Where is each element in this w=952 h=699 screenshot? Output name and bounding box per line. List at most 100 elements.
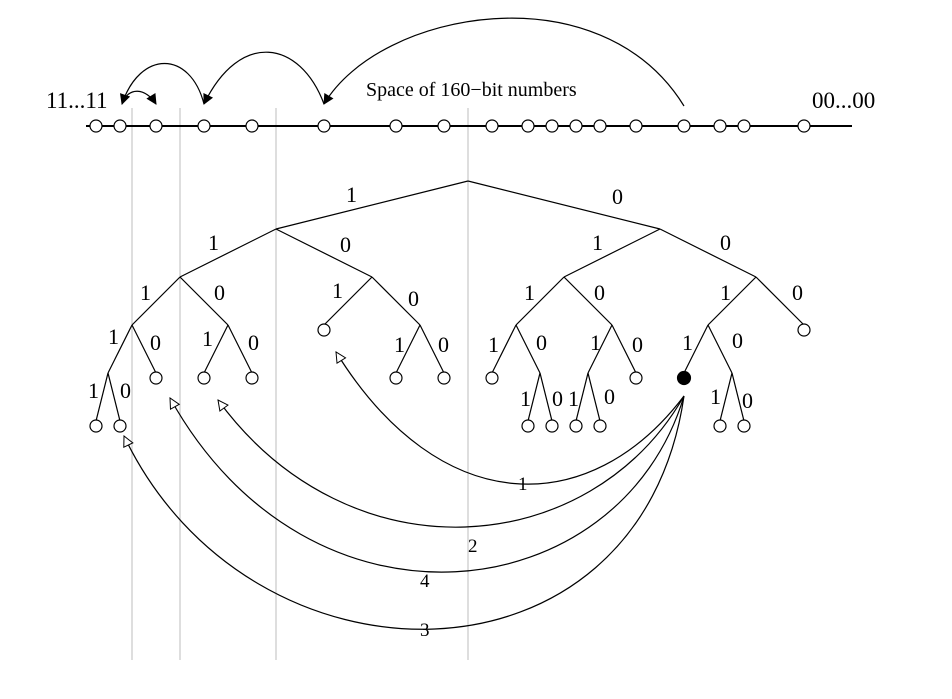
tree-edge [731, 372, 745, 422]
tree-edge [587, 324, 613, 374]
tree-edge [371, 276, 421, 326]
lookup-curve-3 [124, 395, 685, 630]
edge-bit-label: 1 [568, 386, 579, 411]
edge-bit-label: 1 [520, 386, 531, 411]
tree-leaf [569, 419, 583, 433]
edge-bit-label: 0 [120, 378, 131, 403]
source-node [676, 370, 692, 386]
line-node [485, 119, 499, 133]
line-node [113, 119, 127, 133]
edge-bit-label: 1 [346, 182, 357, 207]
edge-bit-label: 0 [248, 330, 259, 355]
edge-bit-label: 0 [594, 280, 605, 305]
edge-bit-label: 0 [720, 230, 731, 255]
edge-bit-label: 0 [340, 232, 351, 257]
line-node [629, 119, 643, 133]
tree-edge [275, 228, 373, 278]
line-node [245, 119, 259, 133]
tree-edge [107, 324, 133, 374]
line-node [197, 119, 211, 133]
edge-bit-label: 1 [88, 378, 99, 403]
number-line [86, 119, 852, 133]
hop-label-4: 4 [420, 571, 430, 592]
tree-leaf [713, 419, 727, 433]
edge-bit-label: 0 [552, 386, 563, 411]
hop-arc-medium [204, 51, 325, 104]
lookup-curves [124, 352, 685, 630]
tree-edge [683, 324, 709, 374]
lookup-hops-top [121, 17, 685, 107]
edge-bit-label: 1 [202, 326, 213, 351]
edge-bit-label: 0 [604, 384, 615, 409]
line-node [521, 119, 535, 133]
line-node [593, 119, 607, 133]
tree-edge [563, 276, 613, 326]
tree-edge [275, 180, 469, 230]
tree-edge [707, 324, 733, 374]
tree-edge [587, 372, 601, 422]
edge-bit-label: 0 [150, 330, 161, 355]
tree-leaf [437, 371, 451, 385]
tree-edge [467, 180, 661, 230]
line-node [737, 119, 751, 133]
edge-bit-labels: 1 0 1 0 1 0 1 0 1 0 1 0 1 0 1 0 1 0 1 0 … [88, 182, 803, 413]
edge-bit-label: 0 [408, 286, 419, 311]
tree-edge [179, 276, 229, 326]
lookup-curve-2 [218, 395, 685, 528]
edge-bit-label: 0 [438, 332, 449, 357]
tree-edge [95, 372, 109, 422]
hop-arc-tiny [121, 90, 156, 104]
line-node [797, 119, 811, 133]
line-node [545, 119, 559, 133]
tree-edge [491, 324, 517, 374]
edge-bit-label: 1 [332, 278, 343, 303]
tree-edge [527, 372, 541, 422]
tree-edge [755, 276, 805, 326]
tree-edge [611, 324, 637, 374]
guide-lines [131, 108, 469, 660]
binary-tree [95, 180, 805, 422]
edge-bit-label: 1 [208, 230, 219, 255]
tree-edge [575, 372, 589, 422]
hop-arc-small [122, 63, 205, 105]
line-node [569, 119, 583, 133]
edge-bit-label: 0 [632, 332, 643, 357]
edge-bit-label: 0 [742, 388, 753, 413]
edge-bit-label: 1 [488, 332, 499, 357]
left-end-label: 11...11 [46, 88, 108, 113]
edge-bit-label: 1 [592, 230, 603, 255]
tree-leaf [545, 419, 559, 433]
tree-leaf [797, 323, 811, 337]
lookup-curve-1 [336, 352, 685, 485]
edge-bit-label: 1 [108, 324, 119, 349]
tree-edge [131, 324, 157, 374]
line-node [149, 119, 163, 133]
tree-edge [419, 324, 445, 374]
line-node [89, 119, 103, 133]
tree-edge [227, 324, 253, 374]
line-node [677, 119, 691, 133]
edge-bit-label: 0 [214, 280, 225, 305]
edge-bit-label: 1 [710, 384, 721, 409]
space-caption: Space of 160−bit numbers [366, 79, 577, 101]
tree-edge [515, 324, 541, 374]
tree-leaf [389, 371, 403, 385]
tree-leaf [629, 371, 643, 385]
tree-leaf [737, 419, 751, 433]
tree-edge [707, 276, 757, 326]
hop-label-1: 1 [518, 474, 528, 495]
edge-bit-label: 1 [682, 330, 693, 355]
hop-label-3: 3 [420, 620, 430, 641]
tree-leaf [149, 371, 163, 385]
tree-edge [107, 372, 121, 422]
hop-label-2: 2 [468, 536, 478, 557]
edge-bit-label: 0 [612, 184, 623, 209]
tree-edge [203, 324, 229, 374]
line-node [437, 119, 451, 133]
edge-bit-label: 1 [140, 280, 151, 305]
tree-edge [563, 228, 661, 278]
tree-leaf [245, 371, 259, 385]
tree-leaf [521, 419, 535, 433]
